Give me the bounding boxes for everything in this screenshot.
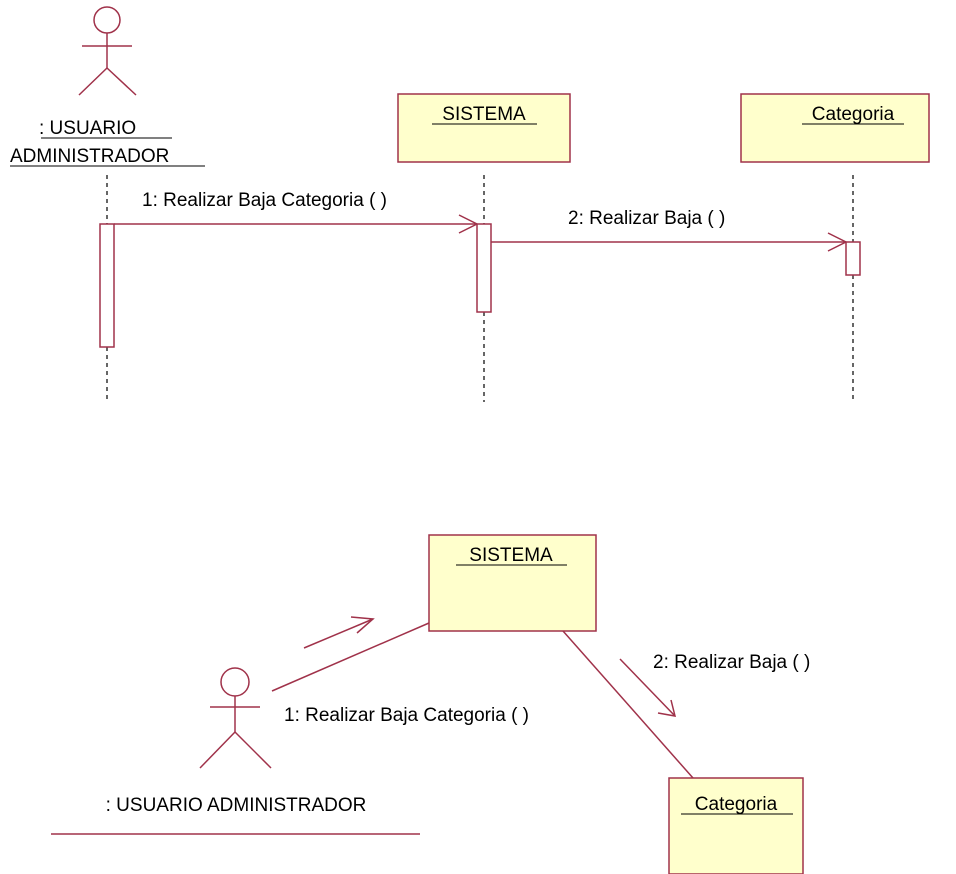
sequence-categoria-activation: [845, 241, 861, 276]
sequence-actor-activation: [99, 223, 115, 348]
collab-object-categoria-label: Categoria: [695, 794, 778, 815]
collab-message-1-label: 1: Realizar Baja Categoria ( ): [284, 705, 529, 726]
collaboration-diagram: SISTEMA Categoria 1: Realizar Baja Categ…: [51, 534, 810, 874]
collab-message-2-arrow[interactable]: [619, 658, 677, 717]
sequence-diagram: : USUARIO ADMINISTRADOR SISTEMA Categori…: [10, 6, 930, 402]
sequence-actor-icon[interactable]: [78, 6, 137, 96]
sequence-actor-label-line2: ADMINISTRADOR: [10, 146, 169, 167]
sequence-actor-label-line1: : USUARIO: [39, 118, 136, 139]
collab-object-sistema-label: SISTEMA: [469, 545, 553, 566]
collab-actor-icon[interactable]: [199, 667, 272, 769]
sequence-message-1-label: 1: Realizar Baja Categoria ( ): [142, 190, 387, 211]
sequence-object-categoria-label: Categoria: [812, 104, 895, 125]
collab-object-categoria[interactable]: [668, 777, 804, 874]
sequence-message-2-arrow[interactable]: [491, 232, 848, 252]
sequence-object-sistema-label: SISTEMA: [442, 104, 526, 125]
sequence-object-categoria[interactable]: [740, 93, 930, 163]
collab-message-1-arrow[interactable]: [303, 616, 375, 649]
sequence-message-1-arrow[interactable]: [114, 214, 479, 234]
sequence-object-sistema[interactable]: [397, 93, 571, 163]
collab-message-2-label: 2: Realizar Baja ( ): [653, 652, 810, 673]
sequence-message-2-label: 2: Realizar Baja ( ): [568, 208, 725, 229]
sequence-sistema-activation: [476, 223, 492, 313]
collab-object-sistema[interactable]: [428, 534, 597, 632]
collab-link-actor-sistema[interactable]: [271, 622, 430, 692]
collab-actor-label: : USUARIO ADMINISTRADOR: [106, 795, 367, 816]
collab-link-sistema-categoria[interactable]: [562, 630, 694, 779]
